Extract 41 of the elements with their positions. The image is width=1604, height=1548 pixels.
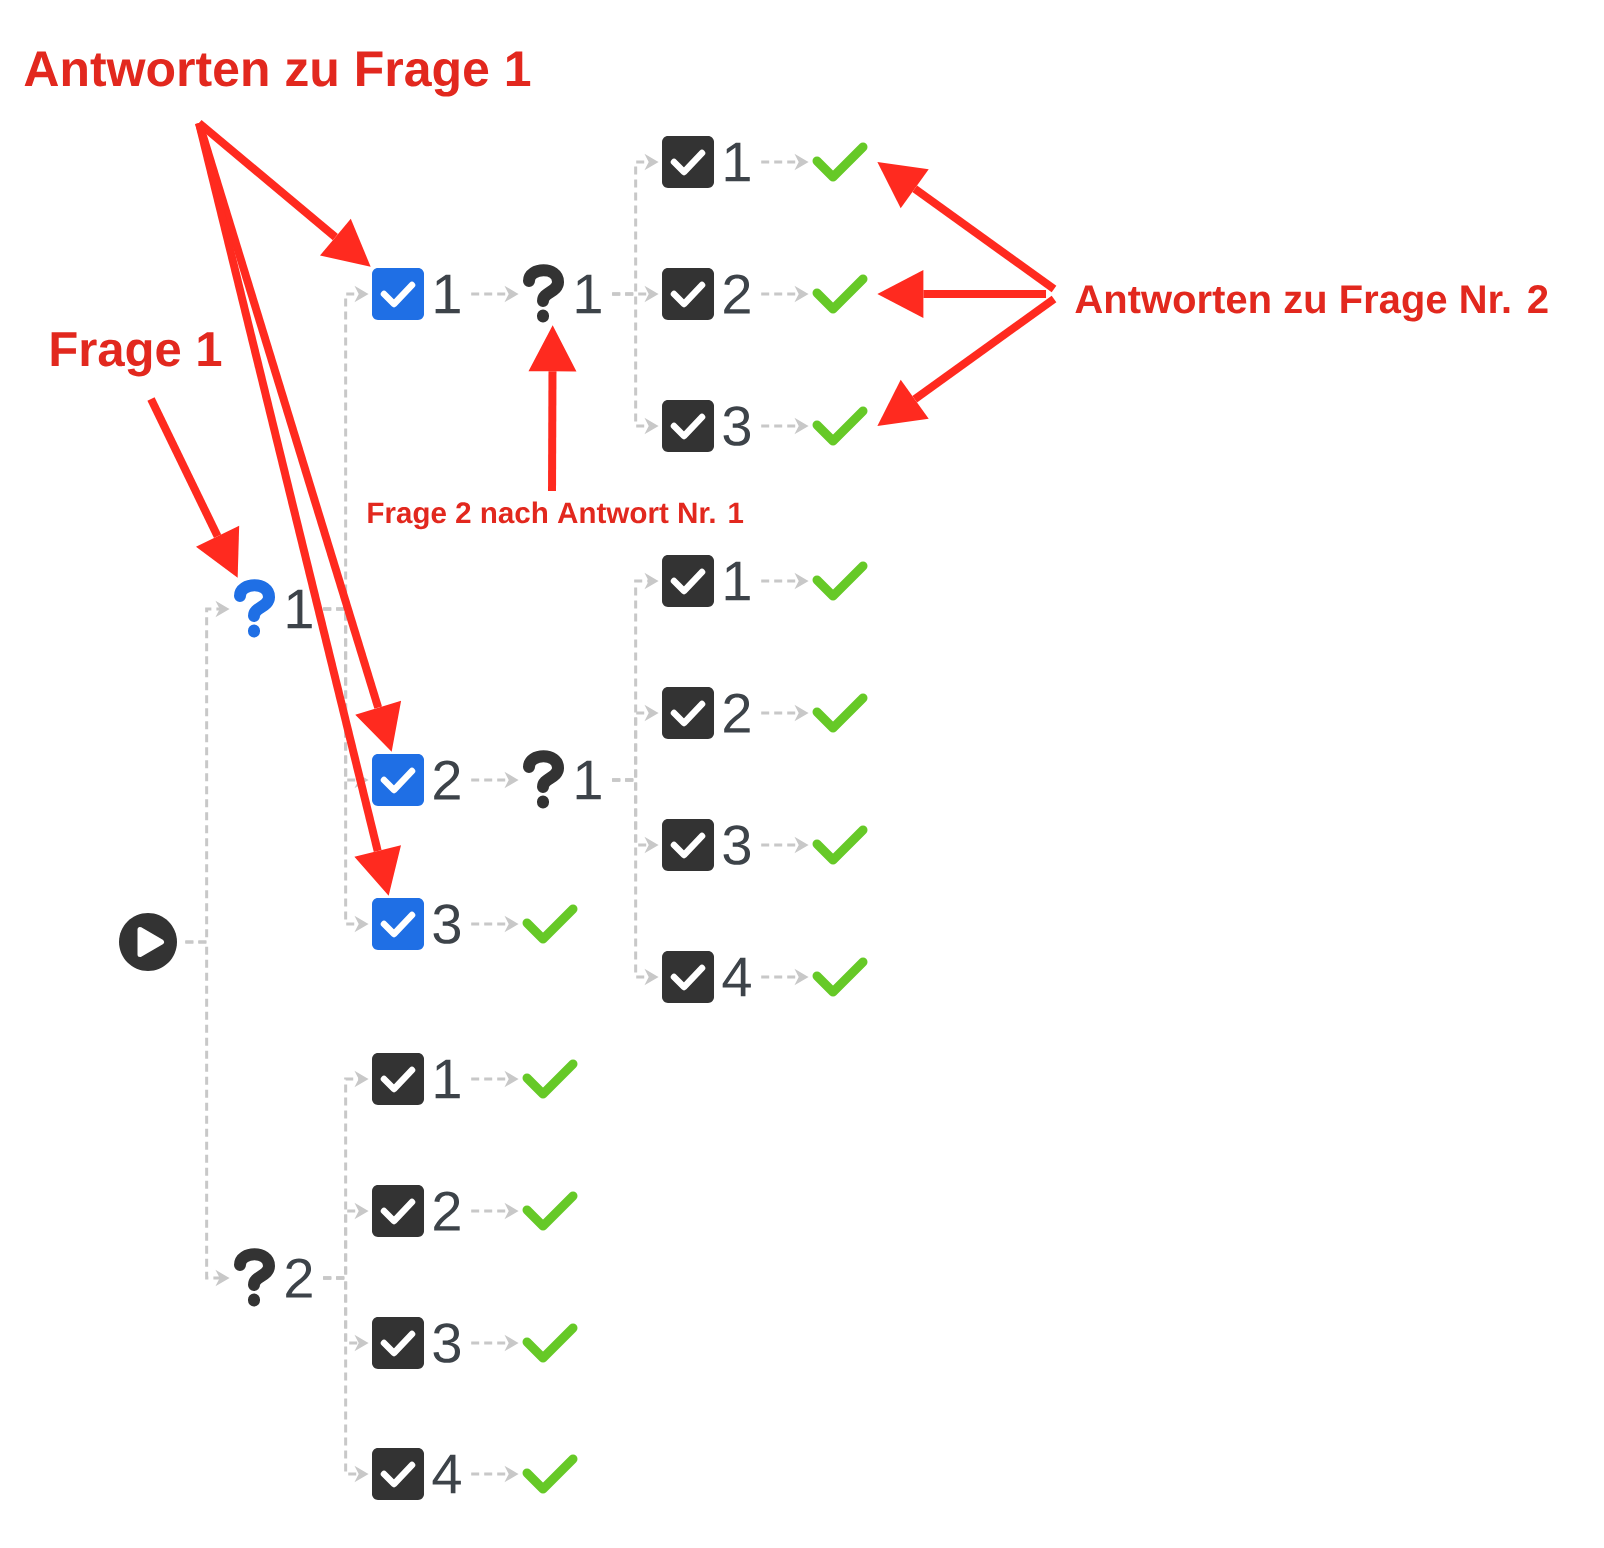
annotation-label: Frage 2 nach Antwort Nr. 1 xyxy=(368,501,744,530)
annotation-label: Antworten zu Frage Nr. 2 xyxy=(1075,285,1548,322)
tick-icon xyxy=(812,825,868,865)
option-number: 3 xyxy=(723,825,751,865)
tick-icon xyxy=(522,904,578,944)
option-number: 4 xyxy=(722,957,751,997)
question-number: 1 xyxy=(576,760,601,800)
option-number: 2 xyxy=(434,1191,460,1231)
option-number: 2 xyxy=(434,760,460,800)
tick-icon xyxy=(812,406,868,446)
option-number: 4 xyxy=(432,1454,461,1494)
option-number: 3 xyxy=(433,904,461,944)
option-number: 2 xyxy=(724,693,750,733)
annotation-label: Frage 1 xyxy=(51,332,222,377)
option-number: 1 xyxy=(725,561,750,601)
pointer-arrow xyxy=(877,270,1046,318)
pointer-arrow xyxy=(195,122,401,896)
tick-icon xyxy=(522,1191,578,1231)
play-icon xyxy=(119,913,177,971)
pointer-arrow xyxy=(196,119,371,267)
question-number: 2 xyxy=(286,1258,312,1298)
option-number: 1 xyxy=(435,1059,460,1099)
tick-icon xyxy=(812,957,868,997)
annotation-label: Antworten zu Frage 1 xyxy=(24,51,531,97)
tick-icon xyxy=(812,274,868,314)
question-number: 1 xyxy=(576,274,601,314)
option-number: 1 xyxy=(725,142,750,182)
tick-icon xyxy=(522,1454,578,1494)
tick-icon xyxy=(812,142,868,182)
option-number: 2 xyxy=(724,274,750,314)
option-number: 3 xyxy=(433,1323,461,1363)
tick-icon xyxy=(522,1323,578,1363)
tick-icon xyxy=(522,1059,578,1099)
pointer-arrow xyxy=(147,397,240,578)
tick-icon xyxy=(812,693,868,733)
pointer-arrow xyxy=(877,295,1057,426)
option-number: 3 xyxy=(723,406,751,446)
option-number: 1 xyxy=(435,274,460,314)
question-number: 1 xyxy=(287,589,312,629)
tick-icon xyxy=(812,561,868,601)
pointer-arrow xyxy=(877,162,1057,293)
